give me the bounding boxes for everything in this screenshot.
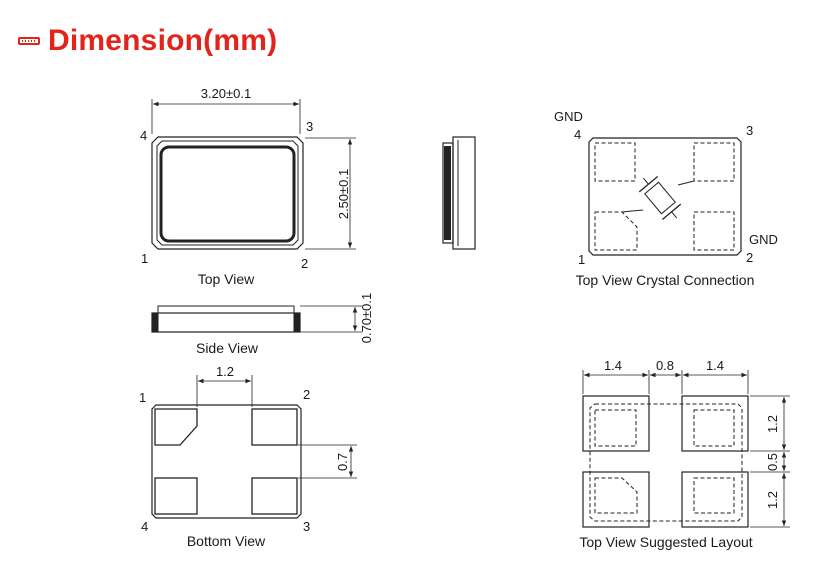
connection-view: [588, 137, 742, 256]
connection-pin-1: 1: [578, 252, 585, 267]
top-view-height-label: 2.50±0.1: [336, 169, 351, 220]
bottom-view-pin-4: 4: [141, 519, 148, 534]
layout-dim-pad-height-top: 1.2: [765, 415, 780, 433]
connection-gnd-top-label: GND: [554, 109, 583, 124]
layout-dim-pad-height-bottom: 1.2: [765, 491, 780, 509]
top-view-width-label: 3.20±0.1: [201, 86, 252, 101]
top-view-pin-4: 4: [140, 128, 147, 143]
connection-pin-4: 4: [574, 127, 581, 142]
layout-dim-pad-width-right: 1.4: [706, 358, 724, 373]
connection-gnd-bottom-label: GND: [749, 232, 778, 247]
bottom-view-caption: Bottom View: [187, 533, 266, 549]
side-view: [151, 305, 362, 333]
title-text: Dimension(mm): [48, 24, 278, 57]
connection-pin-2: 2: [746, 250, 753, 265]
bottom-view: [151, 375, 357, 519]
layout-dim-gap-y: 0.5: [765, 453, 780, 471]
top-view-pin-3: 3: [306, 119, 313, 134]
top-view-pin-2: 2: [301, 256, 308, 271]
top-view: [151, 99, 356, 250]
ruler-icon: [18, 37, 40, 45]
layout-dim-gap-x: 0.8: [656, 358, 674, 373]
layout-dim-pad-width-left: 1.4: [604, 358, 622, 373]
side-view-caption: Side View: [196, 340, 259, 356]
connection-caption: Top View Crystal Connection: [576, 272, 755, 288]
bottom-view-pad-label: 0.7: [335, 453, 350, 471]
connection-pin-3: 3: [746, 123, 753, 138]
top-view-pin-1: 1: [141, 251, 148, 266]
page-title: Dimension(mm): [18, 24, 277, 58]
side-view-height-label: 0.70±0.1: [359, 293, 374, 344]
top-view-caption: Top View: [198, 271, 255, 287]
layout-caption: Top View Suggested Layout: [579, 534, 752, 550]
layout-view: [582, 370, 790, 528]
bottom-view-pin-1: 1: [139, 390, 146, 405]
bottom-view-pin-3: 3: [303, 519, 310, 534]
bottom-view-pitch-label: 1.2: [216, 364, 234, 379]
edge-profile-view: [442, 136, 476, 250]
bottom-view-pin-2: 2: [303, 387, 310, 402]
